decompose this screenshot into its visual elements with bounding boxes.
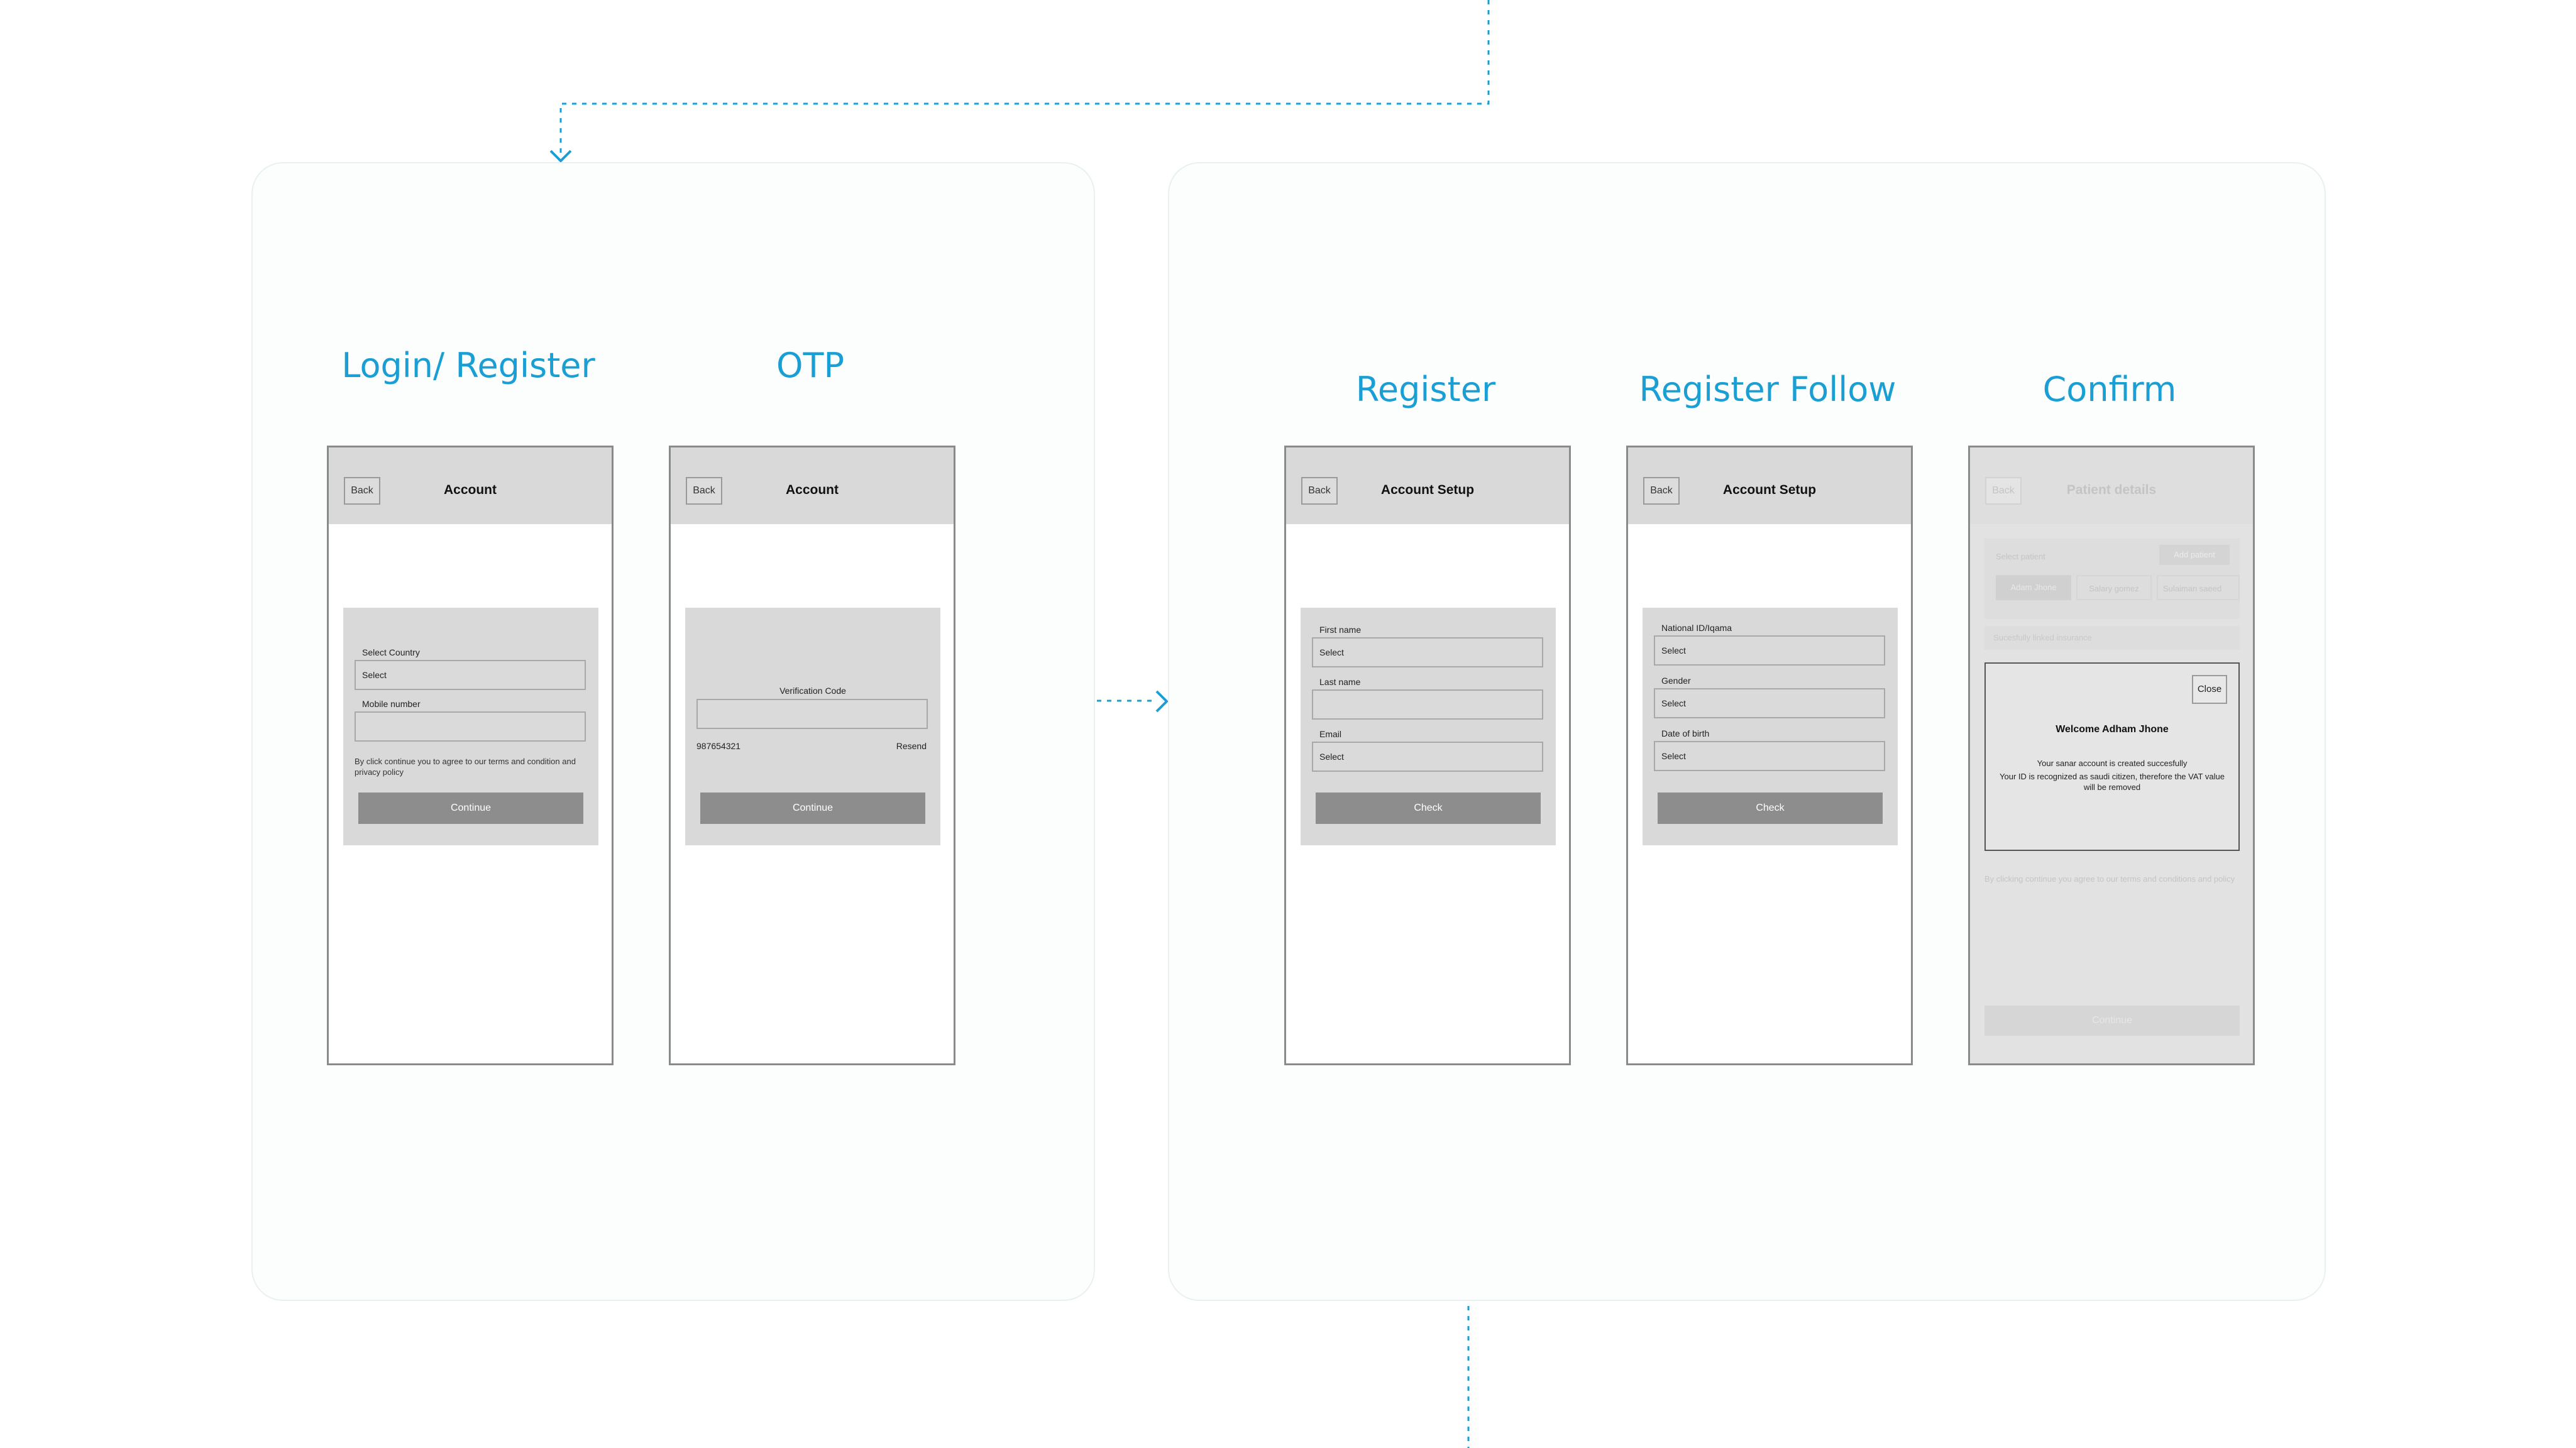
connector-top — [559, 0, 1490, 156]
select-patient-label: Select patient — [1996, 552, 2045, 561]
gender-label: Gender — [1661, 676, 1691, 686]
header-title: Account — [444, 483, 497, 497]
terms-text: By click continue you to agree to our te… — [355, 757, 576, 777]
first-name-label: First name — [1319, 625, 1362, 635]
screen-title-otp: OTP — [776, 346, 845, 385]
back-button[interactable]: Back — [1985, 477, 2022, 505]
otp-card: Verification Code 987654321 Resend Conti… — [685, 608, 940, 845]
confirm-screen: Back Patient details Select patient Add … — [1968, 446, 2255, 1065]
register-follow-card: National ID/Iqama Select Gender Select D… — [1643, 608, 1898, 845]
app-header: Back Account Setup — [1286, 447, 1569, 524]
check-button[interactable]: Check — [1658, 793, 1883, 824]
screen-title-register-follow: Register Follow — [1639, 370, 1896, 409]
mobile-input[interactable] — [355, 711, 586, 742]
login-card: Select Country Select Mobile number By c… — [343, 608, 598, 845]
login-screen: Back Account Select Country Select Mobil… — [327, 446, 614, 1065]
resend-link[interactable]: Resend — [896, 741, 927, 751]
screen-title-register: Register — [1355, 370, 1496, 409]
arrow-down-icon — [549, 150, 572, 163]
verification-code-label: Verification Code — [779, 686, 846, 696]
back-button[interactable]: Back — [1643, 477, 1680, 505]
app-header: Back Account — [671, 447, 954, 524]
otp-screen: Back Account Verification Code 987654321… — [669, 446, 955, 1065]
phone-number-text: 987654321 — [696, 741, 741, 751]
dob-input[interactable]: Select — [1654, 741, 1885, 771]
terms-text: By clicking continue you agree to our te… — [1984, 874, 2235, 884]
modal-message: Your sanar account is created succesfull… — [1998, 758, 2226, 793]
header-title: Patient details — [2066, 483, 2157, 497]
header-title: Account — [786, 483, 839, 497]
register-screen: Back Account Setup First name Select Las… — [1284, 446, 1571, 1065]
app-header: Back Account Setup — [1628, 447, 1911, 524]
linked-insurance-banner: Sucesfully linked insurance — [1984, 626, 2240, 650]
header-title: Account Setup — [1380, 483, 1475, 497]
last-name-label: Last name — [1319, 677, 1361, 687]
modal-line-2: Your ID is recognized as saudi citizen, … — [2000, 772, 2225, 792]
back-button[interactable]: Back — [686, 477, 722, 505]
back-button[interactable]: Back — [1301, 477, 1338, 505]
continue-button[interactable]: Continue — [700, 793, 925, 824]
modal-line-1: Your sanar account is created succesfull… — [2037, 759, 2188, 768]
modal-title: Welcome Adham Jhone — [2056, 724, 2169, 735]
last-name-input[interactable] — [1312, 689, 1543, 720]
back-button[interactable]: Back — [344, 477, 380, 505]
national-id-label: National ID/Iqama — [1661, 623, 1732, 633]
gender-select[interactable]: Select — [1654, 688, 1885, 718]
welcome-modal: Close Welcome Adham Jhone Your sanar acc… — [1984, 662, 2240, 851]
check-button[interactable]: Check — [1316, 793, 1541, 824]
add-patient-button[interactable]: Add patient — [2159, 545, 2230, 565]
email-input[interactable]: Select — [1312, 742, 1543, 772]
arrow-right-icon — [1155, 690, 1169, 713]
mobile-label: Mobile number — [362, 699, 421, 709]
close-button[interactable]: Close — [2192, 675, 2227, 704]
patient-selector: Select patient Add patient Adam Jhone Sa… — [1984, 539, 2240, 619]
screen-title-confirm: Confirm — [2042, 370, 2177, 409]
app-header: Back Patient details — [1970, 447, 2253, 524]
app-header: Back Account — [329, 447, 612, 524]
national-id-input[interactable]: Select — [1654, 635, 1885, 666]
continue-button[interactable]: Continue — [1984, 1006, 2240, 1036]
country-label: Select Country — [362, 647, 420, 657]
continue-button[interactable]: Continue — [358, 793, 583, 824]
country-select[interactable]: Select — [355, 660, 586, 690]
patient-chip[interactable]: Sulaiman saeed — [2157, 575, 2240, 600]
email-label: Email — [1319, 729, 1342, 739]
register-card: First name Select Last name Email Select… — [1301, 608, 1556, 845]
dob-label: Date of birth — [1661, 728, 1710, 738]
patient-chip[interactable]: Salary gomez — [2076, 575, 2152, 600]
header-title: Account Setup — [1722, 483, 1817, 497]
patient-chip[interactable]: Adam Jhone — [1996, 575, 2071, 600]
verification-code-input[interactable] — [696, 699, 928, 729]
register-follow-screen: Back Account Setup National ID/Iqama Sel… — [1626, 446, 1913, 1065]
first-name-input[interactable]: Select — [1312, 637, 1543, 667]
screen-title-login: Login/ Register — [341, 346, 595, 385]
